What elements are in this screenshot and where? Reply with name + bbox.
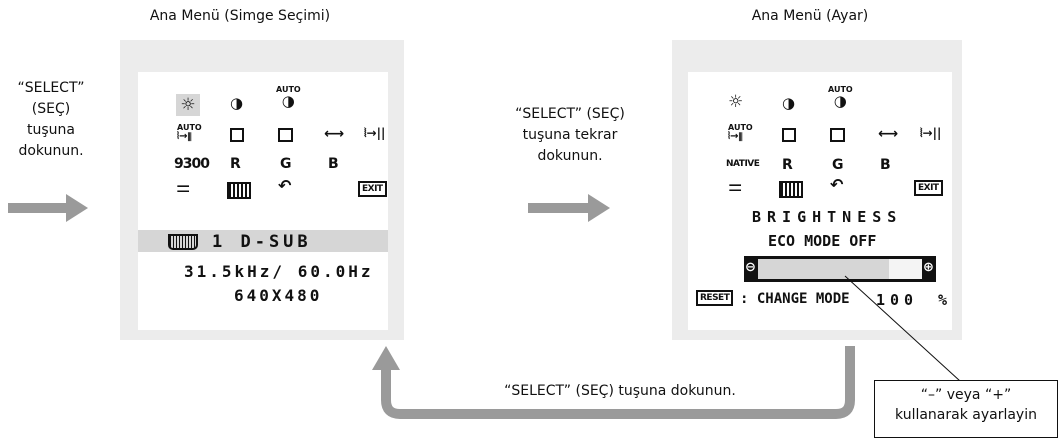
auto-adjust-label: AUTO: [177, 123, 202, 132]
left-osd-window: ☼ ◑ AUTO◑ AUTO⦚→⦀ ⟷ ⦚→|| 9300 R G B ⚌ ↶ …: [138, 72, 388, 330]
input-label: 1 D-SUB: [212, 232, 312, 252]
left-instruction: “SELECT” (SEÇ) tuşuna dokunun.: [12, 78, 90, 162]
green-icon-right: G: [832, 157, 844, 173]
eco-mode-status: ECO MODE OFF: [768, 232, 877, 250]
factory-preset-icon-right: ↶: [830, 175, 844, 194]
middle-instruction-line-3: dokunun.: [537, 148, 603, 164]
change-mode-label: : CHANGE MODE: [740, 291, 850, 307]
callout-leader-line: [844, 275, 961, 382]
left-instruction-line-4: dokunun.: [18, 143, 84, 159]
reset-label: RESET: [700, 293, 730, 303]
left-instruction-line-2: (SEÇ): [31, 101, 71, 117]
color-temp-9300-icon: 9300: [174, 156, 210, 172]
brightness-unit: %: [938, 291, 948, 309]
middle-instruction-line-1: “SELECT” (SEÇ): [515, 106, 625, 122]
blue-icon: B: [328, 156, 339, 172]
middle-instruction-line-2: tuşuna tekrar: [522, 127, 618, 143]
brightness-slider[interactable]: ⊖ ⊕: [744, 256, 936, 282]
blue-icon-right: B: [880, 157, 891, 173]
right-monitor-screen: ☼ ◑ AUTO◑ AUTO⦚→⦀ ⟷ ⦚→|| NATIVE R G B ⚌ …: [672, 40, 962, 340]
left-monitor-screen: ☼ ◑ AUTO◑ AUTO⦚→⦀ ⟷ ⦚→|| 9300 R G B ⚌ ↶ …: [120, 40, 404, 340]
callout-line-1: “–” veya “+”: [920, 387, 1012, 403]
middle-arrow-head: [588, 194, 610, 222]
input-port-icon: [168, 234, 198, 250]
information-icon-right: [779, 181, 803, 198]
slider-minus-sign[interactable]: ⊖: [745, 260, 756, 275]
factory-preset-icon: ↶: [278, 176, 292, 195]
left-arrow-head: [66, 194, 88, 222]
slider-track: [758, 259, 922, 279]
callout-box: “–” veya “+” kullanarak ayarlayin: [874, 380, 1058, 438]
return-arrow-path: [381, 346, 855, 419]
auto-contrast-icon-right: AUTO◑: [828, 85, 853, 110]
left-arrow-shaft: [8, 203, 68, 213]
auto-adjust-label-right: AUTO: [728, 123, 753, 132]
frequency-readout: 31.5kHz/ 60.0Hz: [184, 262, 374, 281]
red-icon-right: R: [782, 157, 793, 173]
auto-adjust-icon: AUTO⦚→⦀: [177, 123, 202, 142]
slider-fill: [758, 259, 890, 279]
fine-icon: ⦚→||: [364, 126, 386, 140]
h-position-icon-right: [782, 128, 796, 142]
middle-instruction: “SELECT” (SEÇ) tuşuna tekrar dokunun.: [500, 104, 640, 167]
middle-arrow-shaft: [528, 203, 590, 213]
brightness-icon-right: ☼: [728, 92, 744, 112]
red-icon: R: [230, 156, 241, 172]
tools-icon: ⚌: [176, 177, 191, 196]
tools-icon-right: ⚌: [728, 176, 743, 195]
color-temp-native-icon: NATIVE: [726, 159, 760, 169]
slider-plus-sign[interactable]: ⊕: [923, 260, 934, 275]
contrast-icon: ◑: [230, 94, 244, 112]
auto-contrast-icon: AUTO◑: [276, 85, 301, 110]
left-panel-title: Ana Menü (Simge Seçimi): [149, 8, 331, 24]
return-arrow-head: [372, 346, 400, 370]
v-position-icon: [278, 128, 293, 142]
h-size-icon: ⟷: [324, 126, 345, 142]
right-panel-title: Ana Menü (Ayar): [751, 8, 869, 24]
auto-contrast-label: AUTO: [276, 85, 301, 94]
h-position-icon: [230, 128, 244, 142]
brightness-value: 100: [876, 291, 919, 309]
v-position-icon-right: [830, 128, 845, 142]
green-icon: G: [280, 156, 292, 172]
exit-label-right: EXIT: [918, 183, 939, 193]
resolution-readout: 640X480: [234, 286, 323, 305]
information-icon: [227, 182, 251, 199]
exit-icon-right: EXIT: [914, 180, 943, 196]
exit-icon: EXIT: [358, 181, 387, 197]
bottom-instruction: “SELECT” (SEÇ) tuşuna dokunun.: [504, 383, 736, 399]
auto-contrast-label-right: AUTO: [828, 85, 853, 94]
contrast-icon-right: ◑: [782, 94, 796, 112]
auto-adjust-icon-right: AUTO⦚→⦀: [728, 123, 753, 142]
brightness-icon: ☼: [176, 94, 200, 116]
callout-line-2: kullanarak ayarlayin: [895, 407, 1037, 423]
exit-label: EXIT: [362, 184, 383, 194]
h-size-icon-right: ⟷: [878, 126, 899, 142]
setting-name: BRIGHTNESS: [752, 208, 903, 226]
right-osd-window: ☼ ◑ AUTO◑ AUTO⦚→⦀ ⟷ ⦚→|| NATIVE R G B ⚌ …: [688, 72, 952, 330]
left-instruction-line-1: “SELECT”: [17, 80, 85, 96]
fine-icon-right: ⦚→||: [920, 126, 942, 140]
left-instruction-line-3: tuşuna: [27, 122, 75, 138]
reset-icon: RESET: [696, 290, 734, 306]
input-bar: [138, 230, 388, 252]
